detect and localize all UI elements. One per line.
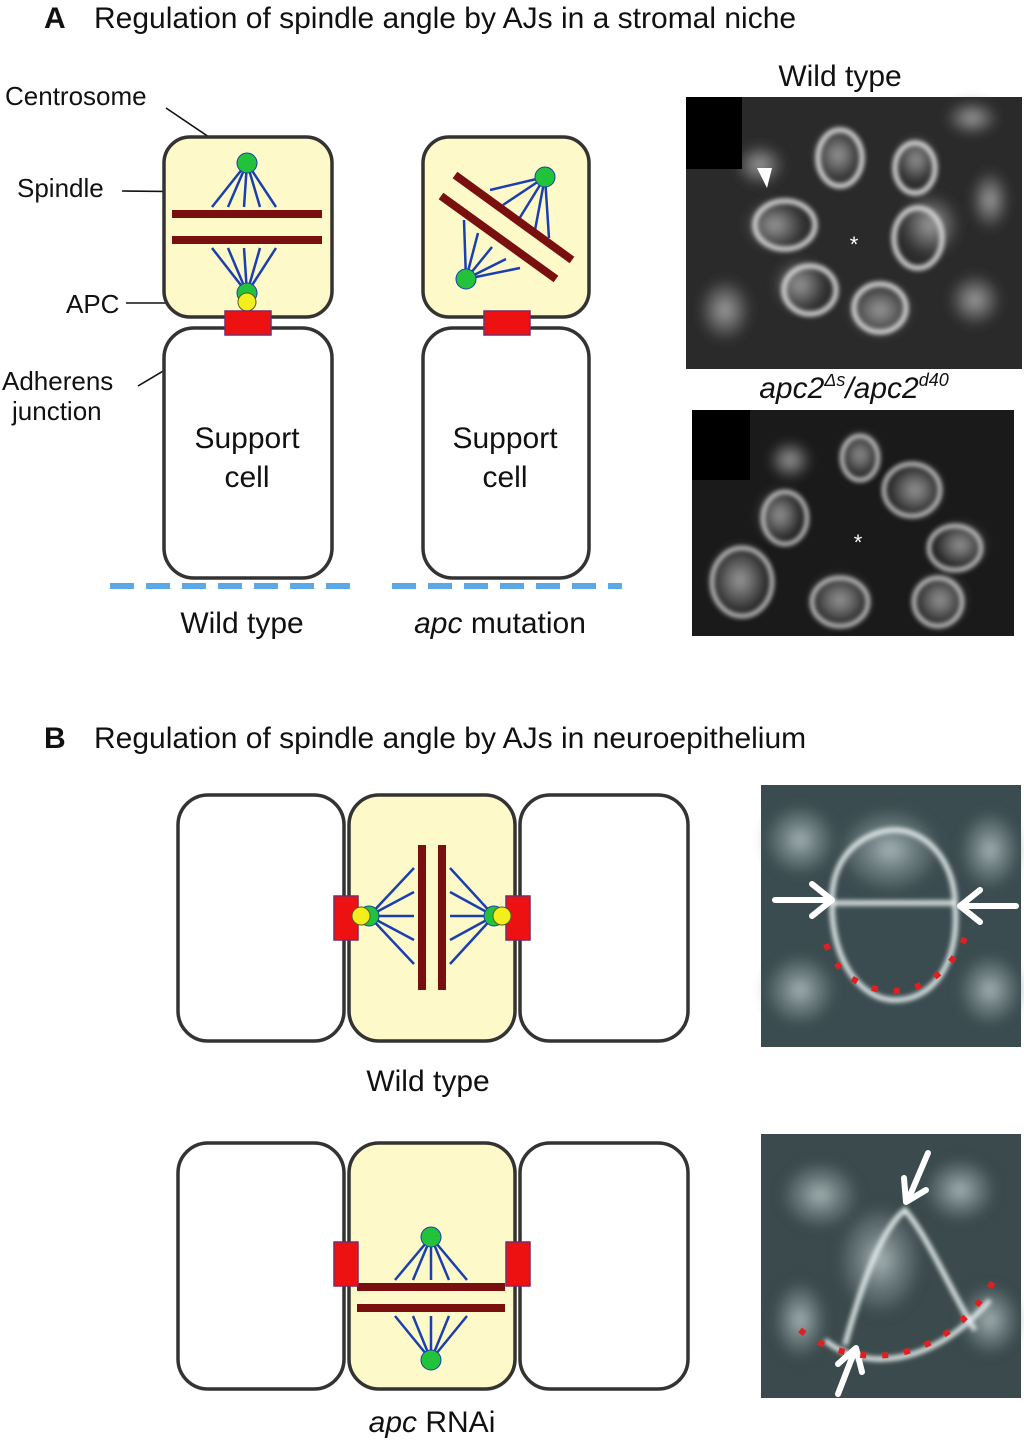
micrograph-a-bottom-label: apc2Δs/apc2d40: [759, 370, 949, 405]
arrow-bottom: [835, 1345, 865, 1397]
micrograph-b-apc-rnai: [761, 1134, 1024, 1398]
arrows: [835, 1150, 931, 1397]
neighbor-cell-right: [518, 793, 690, 1043]
support-cell-line2: cell: [482, 461, 527, 494]
micrograph-b-wild-type: [760, 785, 1024, 1047]
micrograph-texture: [760, 800, 1024, 1030]
caption-b-apc-rnai: apc RNAi: [369, 1406, 496, 1439]
label-centrosome: Centrosome: [5, 81, 147, 111]
diagram-a-apc-mutation: Support cell apc mutation: [392, 135, 622, 640]
caption-apc-rest: mutation: [462, 607, 585, 640]
diagram-b-apc-rnai: apc RNAi: [176, 1141, 690, 1439]
micrograph-a-apc2-mutant: *: [692, 410, 1014, 636]
arrow-left: [772, 881, 835, 919]
centrosome-top: [534, 166, 556, 188]
dotted-basal-curve: [798, 1280, 996, 1359]
label-part2: /apc2: [843, 372, 919, 405]
label-part1: apc2: [759, 372, 824, 405]
label-sup2: d40: [919, 370, 949, 390]
centrosome-top: [420, 1226, 442, 1248]
panel-b-title: Regulation of spindle angle by AJs in ne…: [94, 722, 806, 755]
caption-b-wild-type: Wild type: [366, 1065, 489, 1098]
micrograph-cell-outlines: [710, 434, 983, 628]
spindle-bar-lower: [172, 236, 322, 244]
apc-dot-left: [351, 906, 371, 926]
micrograph-dark-corner: [686, 97, 742, 169]
support-cell-line1: Support: [452, 422, 558, 455]
caption-rnai-italic: apc: [369, 1406, 417, 1439]
spindle-bar-lower: [357, 1304, 505, 1312]
arrow-right: [957, 887, 1019, 925]
label-apc: APC: [66, 289, 119, 319]
caption-a-wild-type: Wild type: [180, 607, 303, 640]
centrosome-bottom: [420, 1349, 442, 1371]
centrosome-top: [236, 152, 258, 174]
support-cell-line2: cell: [224, 461, 269, 494]
label-sup1: Δs: [823, 370, 845, 390]
neighbor-cell-left: [176, 1141, 346, 1391]
adherens-junction: [483, 310, 531, 336]
caption-a-apc-mutation: apc mutation: [414, 607, 586, 640]
adherens-junction: [224, 310, 272, 336]
panel-a-title: Regulation of spindle angle by AJs in a …: [94, 2, 796, 35]
centrosome-bottom: [455, 268, 477, 290]
dividing-cell: [421, 135, 591, 319]
support-cell-line1: Support: [194, 422, 300, 455]
micrograph-a-wild-type: *: [686, 97, 1022, 369]
adherens-junction-right: [505, 1241, 531, 1287]
panel-b-letter: B: [44, 722, 66, 755]
caption-apc-italic: apc: [414, 607, 462, 640]
adherens-junction-left: [333, 1241, 359, 1287]
arrow-top: [901, 1150, 931, 1205]
micrograph-a-bottom-asterisk: *: [854, 530, 863, 555]
spindle-bar-upper: [172, 210, 322, 218]
micrograph-a-top-label: Wild type: [778, 60, 901, 93]
spindle-bar-right: [438, 845, 446, 990]
label-adherens-line1: Adherens: [2, 366, 113, 396]
spindle-bar-left: [418, 845, 426, 990]
micrograph-cell-outline: [829, 827, 959, 1003]
apc-dot: [237, 292, 257, 312]
panel-a: A Regulation of spindle angle by AJs in …: [2, 2, 1022, 640]
apc-dot-right: [492, 906, 512, 926]
diagram-b-wild-type: Wild type: [176, 793, 690, 1098]
diagram-a-wild-type: Support cell Wild type: [110, 135, 352, 640]
arrows: [772, 881, 1019, 925]
micrograph-texture: [770, 1154, 1024, 1364]
caption-rnai-rest: RNAi: [417, 1406, 495, 1439]
label-adherens-line2: junction: [11, 396, 102, 426]
micrograph-dark-corner: [692, 410, 750, 480]
spindle-bar-upper: [452, 171, 575, 264]
label-spindle: Spindle: [17, 173, 104, 203]
panel-a-letter: A: [44, 2, 66, 35]
arrowhead-marker: [757, 168, 772, 188]
micrograph-cell-outlines: [752, 127, 945, 335]
spindle-bar-lower: [438, 192, 559, 283]
micrograph-a-top-asterisk: *: [850, 232, 859, 257]
neighbor-cell-left: [176, 793, 346, 1043]
spindle-bar-upper: [357, 1283, 505, 1291]
neighbor-cell-right: [518, 1141, 690, 1391]
panel-b: B Regulation of spindle angle by AJs in …: [44, 722, 1024, 1439]
